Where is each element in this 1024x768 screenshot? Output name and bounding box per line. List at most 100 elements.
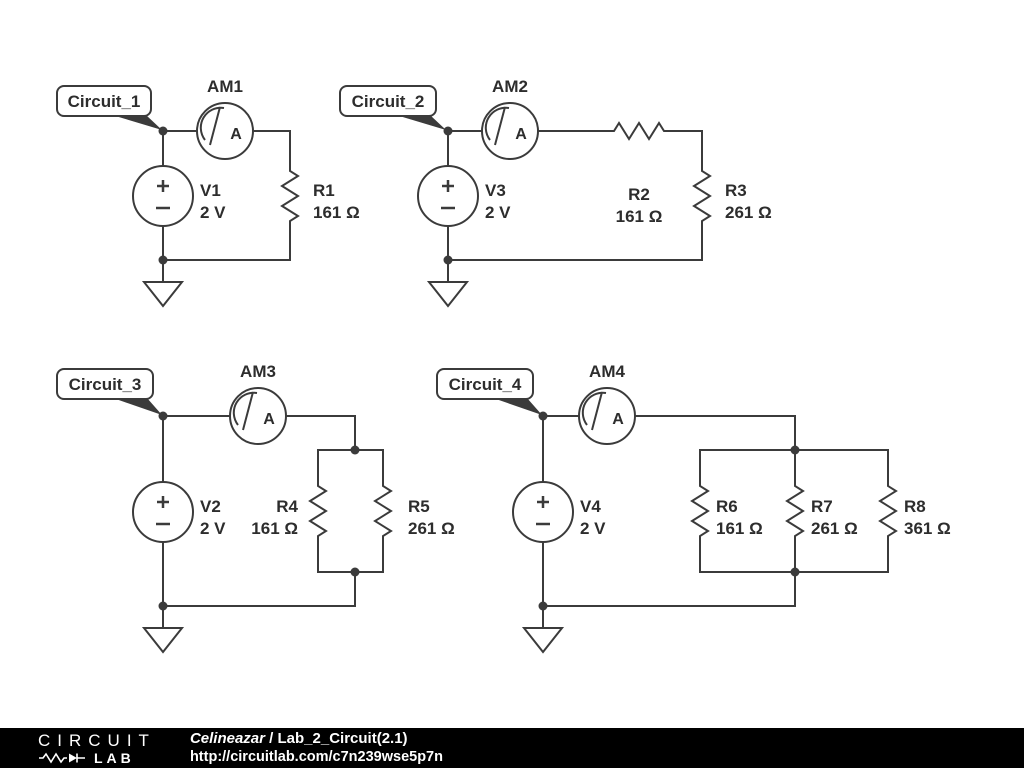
ammeter-dial-arc xyxy=(581,391,607,426)
wire xyxy=(634,415,796,451)
junction-dot xyxy=(538,601,548,611)
resistor-zigzag xyxy=(602,121,676,141)
ammeter-symbol-letter: A xyxy=(612,411,624,428)
ammeter: A AM3 xyxy=(229,362,287,445)
schematic-title: Lab_2_Circuit(2.1) xyxy=(277,729,408,747)
voltage-source: V2 2 V xyxy=(132,481,226,543)
node-label: Circuit_3 xyxy=(69,375,142,394)
source-body xyxy=(132,481,194,543)
node-label-balloon: Circuit_4 xyxy=(436,368,542,415)
ammeter-needle xyxy=(494,106,506,146)
source-value-label: 2 V xyxy=(485,203,511,222)
wire xyxy=(252,130,291,159)
resistor: R6 161 Ω xyxy=(690,450,763,572)
ammeter-body xyxy=(229,387,287,445)
node-label-balloon: Circuit_3 xyxy=(56,368,162,415)
resistor: R8 361 Ω xyxy=(878,450,951,572)
resistor-name-label: R5 xyxy=(408,497,430,516)
balloon-tail xyxy=(113,398,162,415)
resistor-value-label: 161 Ω xyxy=(251,519,298,538)
junction-dot xyxy=(158,126,168,136)
plus-icon xyxy=(157,180,169,192)
resistor-name-label: R7 xyxy=(811,497,833,516)
balloon-box xyxy=(436,368,534,400)
ammeter-needle xyxy=(209,106,221,146)
author-title-line: Celineazar / Lab_2_Circuit(2.1) xyxy=(190,730,443,749)
balloon-box xyxy=(56,368,154,400)
ammeter-label: AM3 xyxy=(240,362,276,381)
node-label: Circuit_2 xyxy=(352,92,425,111)
ammeter-body xyxy=(481,102,539,160)
resistor-zigzag xyxy=(878,450,898,572)
author-name: Celineazar xyxy=(189,729,265,747)
plus-icon xyxy=(157,496,169,508)
ammeter-needle xyxy=(242,391,254,431)
resistor: R3 261 Ω xyxy=(692,158,772,234)
resistor: R2 161 Ω xyxy=(602,121,676,226)
junction-dot xyxy=(443,255,453,265)
source-name-label: V2 xyxy=(200,497,221,516)
junction-dot xyxy=(158,411,168,421)
ammeter-dial-arc xyxy=(232,391,258,426)
ammeter-dial-arc xyxy=(199,106,225,141)
ground xyxy=(521,605,565,654)
resistor-name-label: R6 xyxy=(716,497,738,516)
circuit-4: Circuit_4 A AM4 V4 2 V R6 161 Ω R7 xyxy=(436,362,951,654)
resistor-name-label: R3 xyxy=(725,181,747,200)
junction-dot xyxy=(350,567,360,577)
schematic-meta: Celineazar / Lab_2_Circuit(2.1) http://c… xyxy=(190,730,443,767)
source-value-label: 2 V xyxy=(200,203,226,222)
source-value-label: 2 V xyxy=(200,519,226,538)
plus-icon xyxy=(537,496,549,508)
separator: / xyxy=(269,729,274,747)
junction-dot xyxy=(350,445,360,455)
resistor-name-label: R8 xyxy=(904,497,926,516)
resistor-value-label: 261 Ω xyxy=(408,519,455,538)
node-label: Circuit_1 xyxy=(68,92,141,111)
ammeter-label: AM1 xyxy=(207,77,243,96)
footer-bar: CIRCUIT LAB Celineazar / Lab_2_Circuit(2… xyxy=(0,728,1024,768)
ammeter-needle xyxy=(591,391,603,431)
circuit-2: Circuit_2 A AM2 V3 2 V R2 161 Ω R3 xyxy=(339,77,772,308)
ground-triangle xyxy=(521,627,565,654)
voltage-source: V4 2 V xyxy=(512,481,606,543)
balloon-box xyxy=(339,85,437,117)
resistor-value-label: 361 Ω xyxy=(904,519,951,538)
resistor-name-label: R4 xyxy=(276,497,298,516)
ammeter-body xyxy=(578,387,636,445)
junction-dot xyxy=(790,445,800,455)
ground xyxy=(141,605,185,654)
junction-dot xyxy=(443,126,453,136)
circuit-3: Circuit_3 A AM3 V2 2 V R4 161 Ω R5 xyxy=(56,362,455,654)
source-body xyxy=(132,165,194,227)
circuitlab-logo: CIRCUIT LAB xyxy=(38,732,156,765)
resistor-value-label: 161 Ω xyxy=(616,207,663,226)
node-label-balloon: Circuit_2 xyxy=(339,85,446,130)
schematic-url-link[interactable]: http://circuitlab.com/c7n239wse5p7n xyxy=(189,749,443,766)
resistor-zigzag xyxy=(692,158,712,234)
resistor-name-label: R2 xyxy=(628,185,650,204)
ammeter-symbol-letter: A xyxy=(263,411,275,428)
circuit-1: Circuit_1 A AM1 V1 2 V R1 161 Ω xyxy=(56,77,360,308)
resistor-diode-logo-icon xyxy=(39,751,85,764)
ammeter-label: AM2 xyxy=(492,77,528,96)
resistor-zigzag xyxy=(308,450,328,572)
ammeter-label: AM4 xyxy=(589,362,625,381)
ammeter-symbol-letter: A xyxy=(230,126,242,143)
logo-lab-text: LAB xyxy=(94,749,135,766)
resistor-value-label: 161 Ω xyxy=(716,519,763,538)
junction-dot xyxy=(538,411,548,421)
ammeter: A AM2 xyxy=(481,77,539,160)
balloon-box xyxy=(56,85,152,117)
source-name-label: V1 xyxy=(200,181,221,200)
resistor-zigzag xyxy=(373,450,393,572)
ammeter: A AM1 xyxy=(196,77,254,160)
junction-dot xyxy=(158,601,168,611)
ground-triangle xyxy=(426,281,470,308)
ground-triangle xyxy=(141,627,185,654)
resistor: R4 161 Ω xyxy=(251,450,328,572)
voltage-source: V3 2 V xyxy=(417,165,511,227)
voltage-source: V1 2 V xyxy=(132,165,226,227)
source-name-label: V4 xyxy=(580,497,601,516)
